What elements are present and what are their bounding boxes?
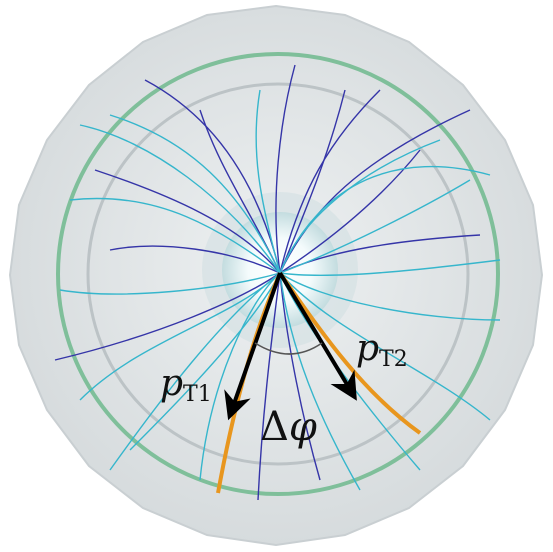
phi-symbol: φ [289, 404, 317, 450]
track [109, 245, 281, 274]
track [59, 272, 281, 295]
pt1-label-main: p [160, 363, 183, 404]
track [54, 272, 281, 361]
track [94, 169, 281, 274]
track [109, 272, 281, 471]
delta-phi-arc [254, 342, 323, 355]
momentum-arrow-pt1 [224, 272, 282, 421]
track [79, 272, 281, 401]
track [199, 272, 281, 481]
track [279, 89, 346, 274]
track [279, 109, 471, 274]
delta-phi-label: Δφ [260, 404, 317, 450]
track [279, 149, 421, 274]
track [255, 89, 281, 274]
track [279, 272, 361, 491]
track [69, 197, 281, 274]
track [275, 64, 296, 274]
delta-symbol: Δ [260, 404, 289, 450]
track [109, 114, 281, 274]
inner-detector-ring [86, 82, 470, 466]
particle-tracks [54, 64, 501, 501]
track [279, 139, 441, 274]
pt2-label: pT2 [356, 328, 408, 372]
track [279, 89, 381, 274]
track [279, 272, 491, 421]
pt2-label-sub: T2 [379, 347, 408, 372]
track [279, 259, 501, 276]
track [279, 179, 471, 274]
pt2-label-main: p [356, 328, 379, 369]
momentum-arrow-pt2 [278, 271, 357, 401]
track [279, 272, 501, 321]
track [257, 272, 281, 501]
pt1-label-sub: T1 [183, 382, 212, 407]
outer-detector-ring [56, 52, 500, 496]
pt1-label: pT1 [160, 363, 212, 407]
track [79, 124, 281, 274]
track [279, 272, 321, 481]
track [129, 272, 281, 451]
